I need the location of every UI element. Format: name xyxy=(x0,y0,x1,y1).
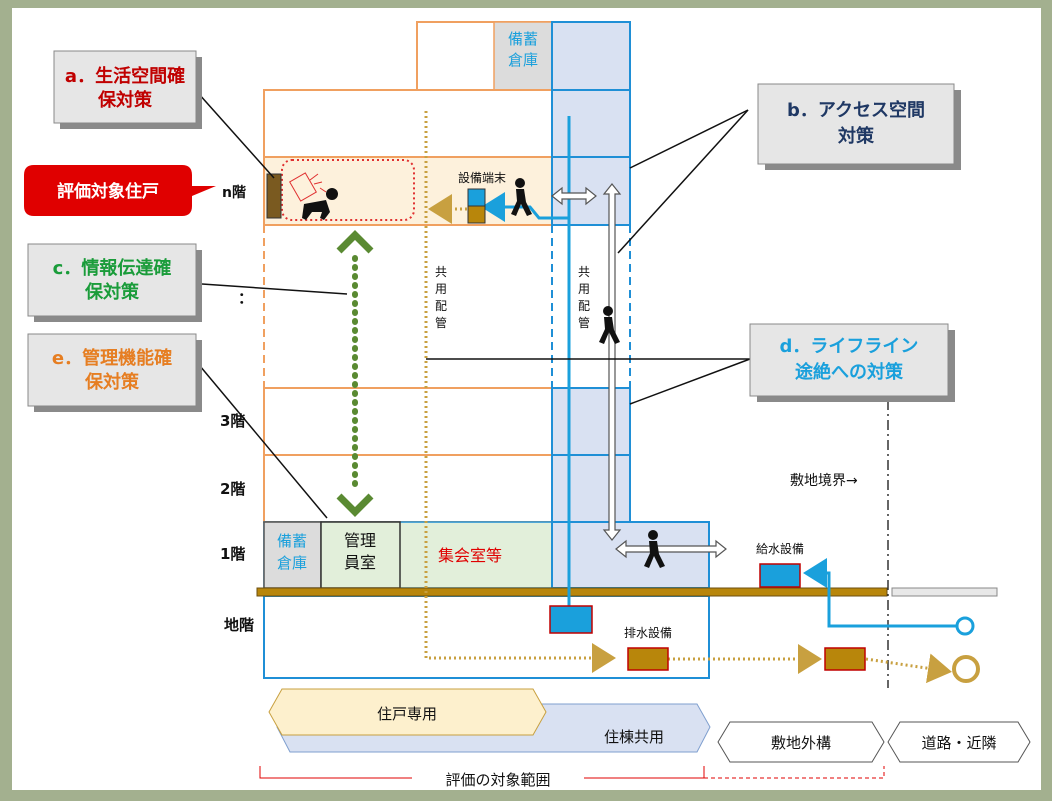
shared-pipe-label-1: 共用配管 xyxy=(435,265,447,330)
pump-unit xyxy=(549,605,593,634)
shared-pipe-label-2: 共用配管 xyxy=(578,265,590,330)
evaluation-scope-label: 評価の対象範囲 xyxy=(445,771,550,789)
target-unit-outline xyxy=(281,159,415,221)
water-supply-line xyxy=(803,558,957,628)
unit-door xyxy=(266,173,282,219)
floor-dots-label: ： xyxy=(238,289,253,307)
drain-pipe-shared xyxy=(424,111,616,673)
building-section-diagram: a．生活空間確保対策 b．アクセス空間対策 c．情報伝達確保対策 d．ライフライ… xyxy=(24,21,1031,789)
access-arrows xyxy=(551,183,727,559)
drainage-unit-1 xyxy=(627,647,669,671)
callout-c-label: c．情報伝達確保対策 xyxy=(53,257,172,303)
floor-3-label: 3階 xyxy=(220,412,245,430)
callout-b: b．アクセス空間対策 xyxy=(757,83,961,170)
drainage-unit-2 xyxy=(824,647,866,671)
callout-e-label: e．管理機能確保対策 xyxy=(52,347,172,393)
falling-furniture-sketch xyxy=(289,172,327,202)
callout-e: e．管理機能確保対策 xyxy=(27,333,202,412)
sewer-node xyxy=(952,655,980,683)
callout-d: d．ライフライン途絶への対策 xyxy=(749,323,955,402)
water-supply-unit xyxy=(759,563,801,588)
information-path-arrow xyxy=(336,230,374,517)
ground-line xyxy=(256,587,888,597)
floor-n-label: n階 xyxy=(222,184,246,201)
scope-bracket-dashed xyxy=(704,766,885,779)
road-surface xyxy=(891,587,998,597)
basement-label: 地階 xyxy=(224,616,254,634)
assembly-room-label: 集会室等 xyxy=(438,546,502,565)
scope-site-exterior-shape xyxy=(717,721,885,763)
scope-bars: 住戸専用 住棟共用 敷地外構 道路・近隣 評価の対象範囲 xyxy=(259,688,1031,789)
callout-d-label: d．ライフライン途絶への対策 xyxy=(780,336,919,383)
water-supply-label: 給水設備 xyxy=(756,541,804,556)
person-crouching-icon xyxy=(302,188,338,220)
scope-private-label: 住戸専用 xyxy=(377,705,437,723)
drain-pipe-out-2 xyxy=(865,653,952,684)
callout-a-label: a．生活空間確保対策 xyxy=(65,65,185,111)
person-icons xyxy=(302,178,665,568)
callout-c: c．情報伝達確保対策 xyxy=(27,243,202,322)
equipment-terminal-label: 設備端末 xyxy=(458,170,506,185)
scope-site-exterior-label: 敷地外構 xyxy=(771,734,831,752)
site-boundary-label: 敷地境界→ xyxy=(790,473,858,489)
diagram-canvas: a．生活空間確保対策 b．アクセス空間対策 c．情報伝達確保対策 d．ライフライ… xyxy=(12,8,1041,790)
storage-top-label: 備蓄倉庫 xyxy=(508,30,538,69)
floor-2-label: 2階 xyxy=(220,480,245,498)
scope-private-shape xyxy=(268,688,547,736)
person-walking-icon-n xyxy=(511,178,532,216)
floor-1-label: 1階 xyxy=(220,545,245,563)
target-unit-label: 評価対象住戸 xyxy=(57,181,159,202)
person-walking-icon-1f xyxy=(644,530,665,568)
scope-common-label: 住棟共用 xyxy=(604,728,664,746)
storage-1f-label: 備蓄倉庫 xyxy=(277,532,307,572)
floor-labels: n階 ： 3階 2階 1階 地階 xyxy=(220,184,254,634)
target-unit-tag: 評価対象住戸 xyxy=(24,165,216,216)
scope-road-label: 道路・近隣 xyxy=(921,734,996,752)
scope-road-shape xyxy=(887,721,1031,763)
equipment-terminal-drain xyxy=(467,205,486,224)
person-walking-icon-stairs xyxy=(599,306,620,344)
building-residential-part xyxy=(263,21,553,589)
water-main-node xyxy=(955,616,975,636)
water-pipe-unit xyxy=(481,192,569,222)
equipment-terminal-water xyxy=(467,188,486,207)
manager-room-label: 管理員室 xyxy=(344,531,376,572)
callout-b-label: b．アクセス空間対策 xyxy=(787,99,925,147)
callout-lines xyxy=(189,83,751,519)
drainage-label: 排水設備 xyxy=(624,625,672,640)
callout-a: a．生活空間確保対策 xyxy=(53,50,202,129)
